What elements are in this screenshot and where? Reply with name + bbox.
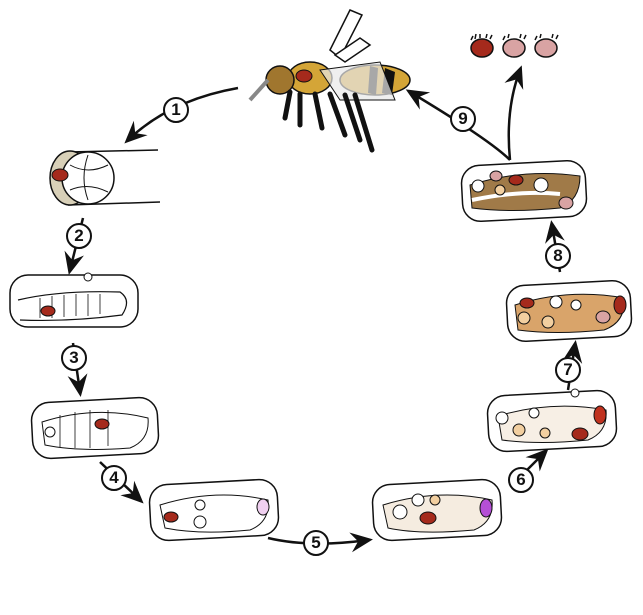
step-number-4: 4: [101, 465, 127, 491]
step-number-6: 6: [508, 467, 534, 493]
cell-pupa-offspring: [486, 388, 618, 453]
step-number-2: 2: [66, 223, 92, 249]
step-number-3: 3: [61, 345, 87, 371]
cell-early-pupa: [148, 478, 280, 542]
adult-bee-icon: [248, 9, 411, 153]
daughter-mite-icon: [534, 38, 558, 58]
mother-mite-icon: [470, 38, 494, 58]
step-number-8: 8: [545, 243, 571, 269]
cell-prepupa: [30, 396, 160, 460]
daughter-mite-icon: [502, 38, 526, 58]
step-number-5: 5: [303, 530, 329, 556]
cell-pupa-egg: [371, 478, 503, 542]
open-cell-larva: [49, 149, 161, 206]
cell-near-adult: [460, 159, 588, 223]
step-number-7: 7: [555, 357, 581, 383]
cell-darkening-pupa: [505, 279, 633, 343]
step-number-9: 9: [450, 106, 476, 132]
step-number-1: 1: [163, 97, 189, 123]
capped-cell-larva: [9, 272, 139, 328]
cycle-arrows: [64, 65, 583, 553]
released-mites: [470, 33, 559, 58]
